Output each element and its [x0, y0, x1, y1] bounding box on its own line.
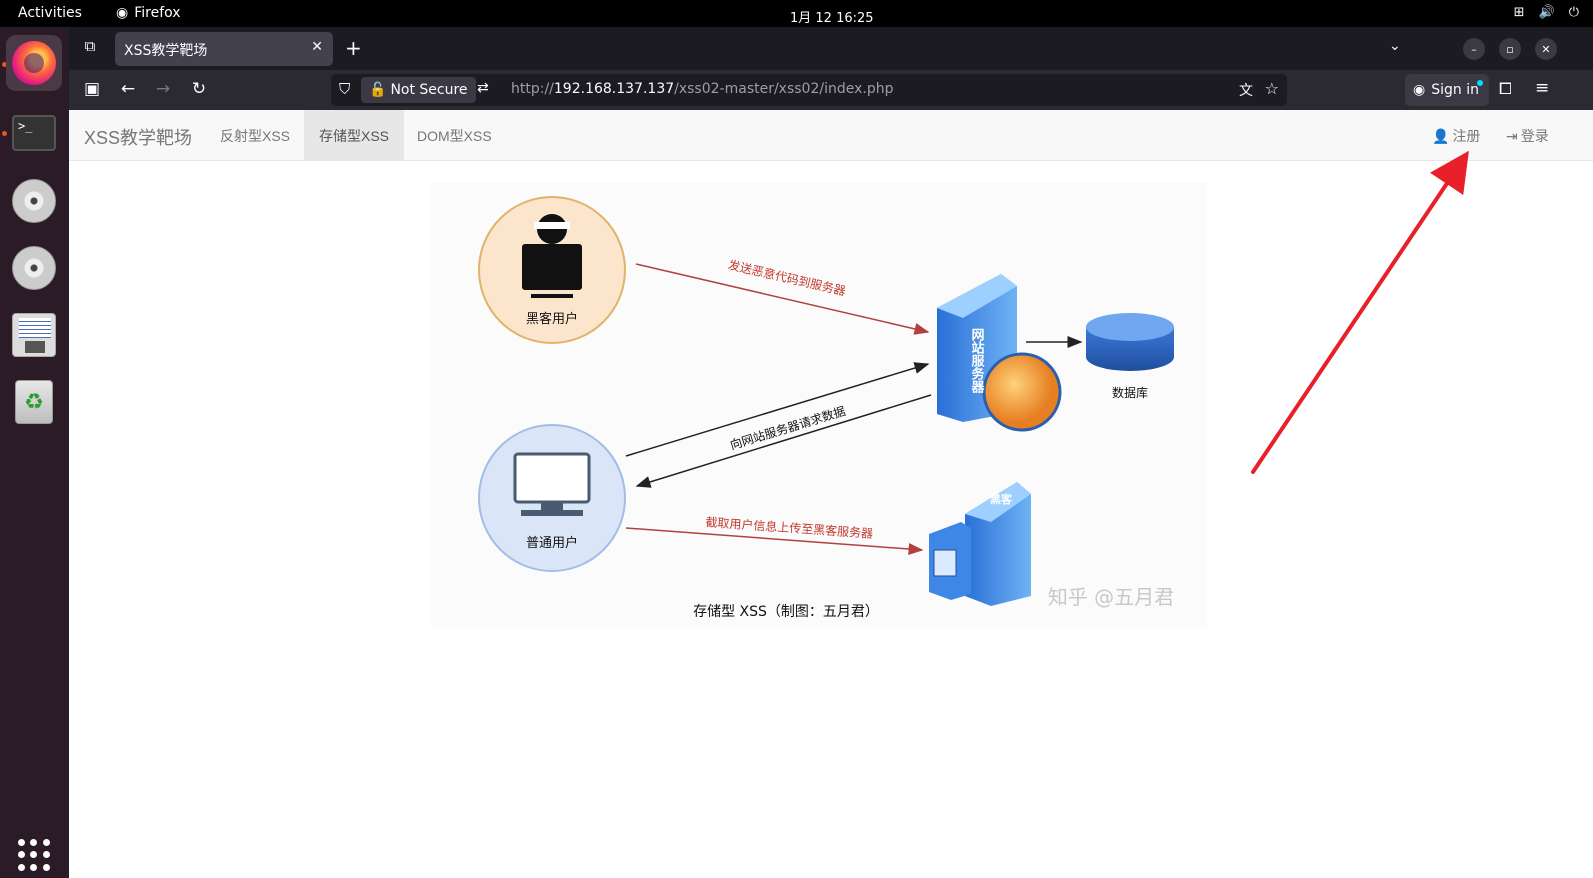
- trash-icon: ♻: [15, 380, 53, 424]
- not-secure-label: Not Secure: [390, 82, 468, 98]
- terminal-icon: >_: [12, 115, 56, 151]
- normal-user-label: 普通用户: [526, 535, 578, 551]
- network-icon: ⊞: [1513, 5, 1525, 20]
- hacker-user-node: [478, 196, 626, 344]
- connection-security-badge[interactable]: 🔓 Not Secure: [361, 77, 476, 103]
- web-server-label: 网站服务器: [969, 328, 986, 394]
- text-editor-icon: [12, 313, 56, 357]
- sidebar-toggle-icon[interactable]: ▣: [83, 79, 101, 99]
- restore-icon[interactable]: ▫: [1499, 38, 1521, 60]
- diagram-caption: 存储型 XSS（制图：五月君）: [693, 604, 879, 620]
- dock-dvd-1[interactable]: [6, 173, 62, 229]
- extensions-icon[interactable]: ⧠: [1499, 79, 1512, 98]
- address-bar[interactable]: ⛉ 🔓 Not Secure ⇄ http://192.168.137.137/…: [331, 74, 1287, 106]
- site-brand[interactable]: XSS教学靶场: [84, 128, 193, 148]
- tracking-shield-icon[interactable]: ⛉: [339, 80, 351, 98]
- steal-info-arrow: [625, 527, 924, 555]
- sign-in-label: Sign in: [1431, 82, 1479, 98]
- tab-close-icon[interactable]: ✕: [311, 39, 323, 55]
- tab-list-icon[interactable]: ⧉: [84, 37, 96, 55]
- dock-trash[interactable]: ♻: [6, 374, 62, 430]
- dock-terminal[interactable]: >_: [6, 105, 62, 161]
- nav-stored-xss[interactable]: 存储型XSS: [304, 110, 405, 160]
- browser-nav-bar: ▣ ← → ↻ ⛉ 🔓 Not Secure ⇄ http://192.168.…: [69, 70, 1593, 110]
- hacker-user-label: 黑客用户: [526, 311, 578, 327]
- permissions-icon[interactable]: ⇄: [477, 80, 489, 96]
- dock: >_ ♻: [0, 27, 69, 878]
- bookmark-star-icon[interactable]: ☆: [1264, 79, 1279, 98]
- dvd-icon: [12, 246, 56, 290]
- power-icon: ⏻: [1568, 5, 1579, 20]
- app-menu[interactable]: ◉ Firefox: [116, 5, 181, 21]
- login-link[interactable]: ⇥ 登录: [1506, 126, 1549, 146]
- show-apps-grid-icon[interactable]: [18, 839, 50, 871]
- request-arrow: [625, 362, 930, 457]
- database-node: [1086, 313, 1174, 371]
- notification-dot: [1477, 80, 1483, 86]
- clock[interactable]: 1月 12 16:25: [790, 11, 874, 26]
- zhihu-watermark: 知乎 @五月君: [1048, 585, 1174, 609]
- send-malicious-arrow: [635, 263, 930, 335]
- dock-dvd-2[interactable]: [6, 240, 62, 296]
- dvd-icon: [12, 179, 56, 223]
- translate-icon[interactable]: 文: [1239, 83, 1253, 99]
- close-window-icon[interactable]: ✕: [1535, 38, 1557, 60]
- login-label: 登录: [1520, 128, 1549, 144]
- activities-button[interactable]: Activities: [18, 5, 82, 21]
- insecure-lock-icon: 🔓: [369, 82, 387, 98]
- dock-firefox[interactable]: [6, 35, 62, 91]
- running-indicator: [2, 62, 7, 67]
- site-navbar: XSS教学靶场 反射型XSS 存储型XSS DOM型XSS 👤 注册 ⇥ 登录: [69, 110, 1593, 161]
- volume-icon: 🔊: [1538, 5, 1555, 20]
- register-label: 注册: [1452, 128, 1481, 144]
- dock-text-editor[interactable]: [6, 307, 62, 363]
- web-server-node: [937, 274, 1062, 432]
- back-icon[interactable]: ←: [120, 79, 136, 99]
- response-arrow: [635, 394, 932, 488]
- nav-dom-xss[interactable]: DOM型XSS: [417, 128, 492, 144]
- login-icon: ⇥: [1506, 127, 1518, 144]
- web-page: XSS教学靶场 反射型XSS 存储型XSS DOM型XSS 👤 注册 ⇥ 登录: [69, 110, 1593, 878]
- nav-reflected-xss[interactable]: 反射型XSS: [220, 128, 291, 144]
- browser-tab[interactable]: XSS教学靶场 ✕: [115, 32, 333, 66]
- forward-icon[interactable]: →: [155, 79, 171, 99]
- database-label: 数据库: [1112, 385, 1148, 400]
- account-icon: ◉: [1413, 82, 1426, 98]
- reload-icon[interactable]: ↻: [191, 79, 207, 99]
- running-indicator: [2, 131, 7, 136]
- tab-title: XSS教学靶场: [124, 43, 208, 59]
- hacker-server-node: [929, 482, 1031, 606]
- firefox-small-icon: ◉: [116, 5, 129, 21]
- normal-user-node: [478, 424, 626, 572]
- browser-tab-bar: ⧉ XSS教学靶场 ✕ + ⌄ – ▫ ✕: [69, 27, 1593, 70]
- stored-xss-diagram: 黑客用户 普通用户 网站服务器 数据库: [431, 182, 1207, 629]
- user-icon: 👤: [1432, 127, 1450, 144]
- url-text[interactable]: http://192.168.137.137/xss02-master/xss0…: [511, 81, 894, 97]
- list-all-tabs-chevron-icon[interactable]: ⌄: [1389, 38, 1401, 54]
- minimize-icon[interactable]: –: [1463, 38, 1485, 60]
- system-top-bar: Activities ◉ Firefox 1月 12 16:25 ⊞ 🔊 ⏻: [0, 0, 1593, 27]
- hamburger-menu-icon[interactable]: ≡: [1535, 78, 1550, 98]
- new-tab-icon[interactable]: +: [345, 36, 362, 60]
- firefox-icon: [12, 41, 56, 85]
- sign-in-button[interactable]: ◉ Sign in: [1405, 74, 1489, 106]
- app-name: Firefox: [134, 5, 181, 21]
- system-tray[interactable]: ⊞ 🔊 ⏻: [1514, 5, 1579, 20]
- register-link[interactable]: 👤 注册: [1432, 126, 1480, 146]
- hacker-server-tag: 黑客: [990, 492, 1013, 506]
